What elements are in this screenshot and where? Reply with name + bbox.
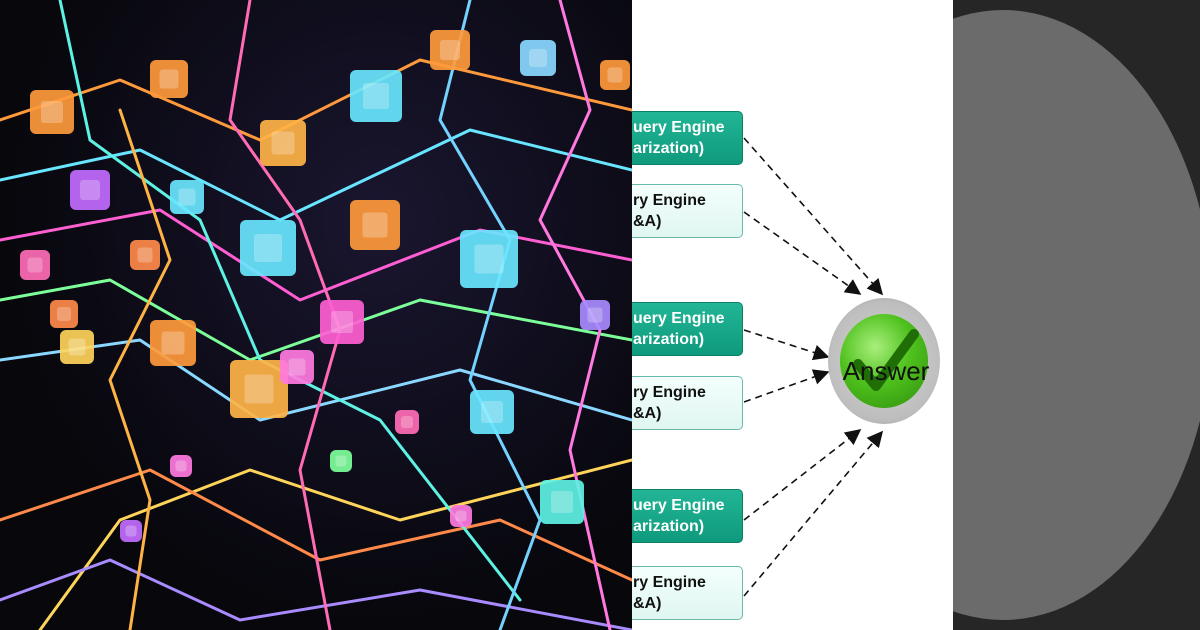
circuit-chip-highlight	[27, 257, 43, 273]
circuit-chip-highlight	[68, 338, 86, 356]
circuit-chip	[150, 320, 196, 366]
circuit-chip-highlight	[254, 234, 282, 262]
circuit-chip-highlight	[551, 491, 573, 513]
query-engine-box-qa-2: ry Engine &A)	[632, 376, 743, 430]
circuit-chip	[460, 230, 518, 288]
box-line-1: ry Engine	[633, 574, 706, 591]
circuit-chip-highlight	[41, 101, 63, 123]
circuit-chip	[580, 300, 610, 330]
circuit-chip	[120, 520, 142, 542]
circuit-chip	[20, 250, 50, 280]
query-engine-diagram: uery Engine arization) ry Engine &A) uer…	[632, 0, 953, 630]
circuit-chip-highlight	[288, 358, 306, 376]
arrow-2	[743, 211, 862, 295]
circuit-illustration	[0, 0, 632, 630]
circuit-chip	[130, 240, 160, 270]
box-line-1: uery Engine	[633, 497, 725, 514]
circuit-chip-highlight	[175, 460, 187, 472]
circuit-chip-highlight	[362, 212, 388, 238]
circuit-chip-highlight	[481, 401, 503, 423]
circuit-chip	[260, 120, 306, 166]
checkmark-icon	[853, 329, 919, 391]
box-line-2: arization)	[633, 518, 705, 535]
box-line-2: &A)	[633, 213, 662, 230]
arrow-4	[743, 369, 830, 403]
circuit-chip	[350, 70, 402, 122]
box-line-2: arization)	[633, 140, 705, 157]
grey-backdrop	[953, 0, 1200, 630]
query-engine-box-summarization-2: uery Engine arization)	[632, 302, 743, 356]
circuit-chip-highlight	[587, 307, 603, 323]
circuit-chip	[350, 200, 400, 250]
arrow-3	[743, 329, 830, 361]
circuit-chip	[320, 300, 364, 344]
circuit-chip	[330, 450, 352, 472]
circuit-chip	[70, 170, 110, 210]
circuit-chip	[470, 390, 514, 434]
circuit-chip-highlight	[137, 247, 153, 263]
arrow-5	[743, 429, 862, 521]
circuit-chip-highlight	[474, 244, 504, 274]
circuit-chip	[600, 60, 630, 90]
circuit-chip-highlight	[57, 307, 71, 321]
circuit-chip-highlight	[455, 510, 467, 522]
circuit-chip-highlight	[178, 188, 196, 206]
answer-check-circle: Answer	[840, 314, 929, 408]
grey-circle-shape	[953, 10, 1200, 620]
circuit-art-image	[0, 0, 632, 630]
circuit-chip-highlight	[363, 83, 389, 109]
circuit-chip-highlight	[607, 67, 623, 83]
box-line-1: ry Engine	[633, 192, 706, 209]
circuit-chip	[170, 455, 192, 477]
circuit-chip-highlight	[401, 416, 413, 428]
circuit-chip-highlight	[80, 180, 100, 200]
circuit-chip-highlight	[331, 311, 353, 333]
arrow-1	[743, 137, 884, 296]
query-engine-box-summarization-1: uery Engine arization)	[632, 111, 743, 165]
circuit-chip	[520, 40, 556, 76]
query-engine-box-qa-1: ry Engine &A)	[632, 184, 743, 238]
circuit-chip	[170, 180, 204, 214]
answer-label: Answer	[842, 356, 930, 386]
circuit-chip	[280, 350, 314, 384]
circuit-chip-highlight	[125, 525, 137, 537]
circuit-chip	[60, 330, 94, 364]
connector-arrows	[743, 137, 884, 597]
answer-badge: Answer	[828, 298, 940, 424]
circuit-chip-highlight	[440, 40, 460, 60]
circuit-chip-highlight	[529, 49, 547, 67]
circuit-chip	[150, 60, 188, 98]
box-line-2: arization)	[633, 331, 705, 348]
circuit-chip	[50, 300, 78, 328]
circuit-chip	[450, 505, 472, 527]
box-line-1: uery Engine	[633, 119, 725, 136]
circuit-chip	[240, 220, 296, 276]
box-line-2: &A)	[633, 595, 662, 612]
box-line-1: ry Engine	[633, 384, 706, 401]
circuit-chip	[395, 410, 419, 434]
circuit-chip-highlight	[271, 131, 295, 155]
circuit-chip-highlight	[335, 455, 347, 467]
query-engine-box-summarization-3: uery Engine arization)	[632, 489, 743, 543]
box-line-1: uery Engine	[633, 310, 725, 327]
circuit-chip-highlight	[159, 69, 179, 89]
query-engine-box-qa-3: ry Engine &A)	[632, 566, 743, 620]
circuit-chip	[30, 90, 74, 134]
circuit-chip	[430, 30, 470, 70]
box-line-2: &A)	[633, 405, 662, 422]
circuit-chip-highlight	[161, 331, 185, 355]
circuit-chip	[540, 480, 584, 524]
circuit-chip	[230, 360, 288, 418]
circuit-chip-highlight	[244, 374, 274, 404]
arrow-6	[743, 430, 884, 597]
